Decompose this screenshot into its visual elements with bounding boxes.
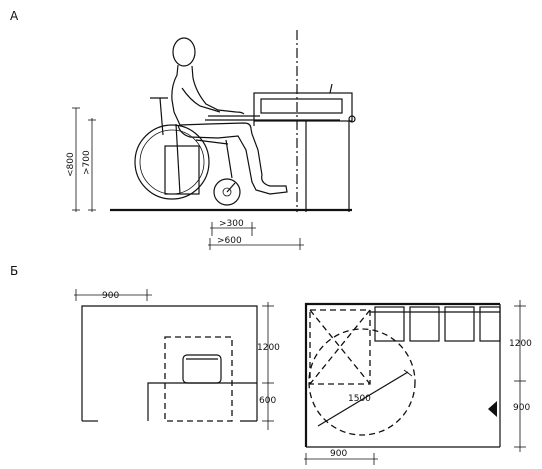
room-outline [81, 305, 258, 421]
turning-circle [308, 328, 416, 436]
dim-diameter: 1500 [348, 394, 371, 404]
plan-right: 1500 1200 900 900 [304, 300, 532, 465]
door-arrow-icon [488, 401, 497, 417]
seated-person-figure [171, 37, 288, 195]
counter-unit [253, 83, 356, 212]
plan-left: 900 1200 600 [74, 289, 280, 430]
counter-plan [147, 382, 257, 421]
section-label-b: Б [10, 264, 18, 278]
diameter-line [317, 371, 409, 427]
room-walls [304, 302, 500, 447]
large-wheel [134, 124, 210, 200]
wheelchair [134, 97, 241, 206]
caster-wheel [213, 178, 241, 206]
head [172, 37, 196, 67]
dim-depth-lower-left: 600 [259, 396, 276, 406]
side-elevation-view: <800 >700 >300 >600 [66, 30, 356, 250]
dim-knee-depth: >300 [219, 219, 244, 229]
dim-total-depth: >600 [217, 236, 242, 246]
seat-plan [182, 354, 222, 384]
dim-height-min: >700 [82, 150, 92, 175]
dim-width-top: 900 [102, 291, 119, 301]
dim-height-max: <800 [66, 152, 76, 177]
dim-depth-lower-right: 900 [513, 403, 530, 413]
transfer-zone [309, 309, 371, 385]
wheelchair-footprint [164, 336, 233, 422]
dim-depth-upper-right: 1200 [509, 339, 532, 349]
dim-width-bottom: 900 [330, 449, 347, 459]
section-label-a: А [10, 9, 19, 23]
depth-dimensions [208, 222, 304, 250]
faucet-knob-icon [348, 115, 356, 123]
seat-row [370, 306, 501, 342]
dim-depth-upper-left: 1200 [257, 343, 280, 353]
height-dimensions [72, 107, 96, 212]
